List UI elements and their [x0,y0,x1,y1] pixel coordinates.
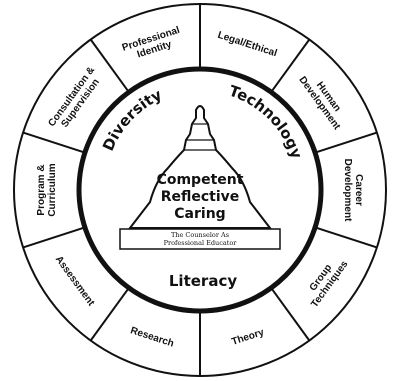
center-line-competent: Competent [157,172,244,188]
capitol-dome [127,105,273,229]
segment-label-line: Legal/Ethical [216,30,278,60]
segment-divider [315,131,378,154]
segment-label-line: Research [129,325,175,349]
segment-label-line: Curriculum [47,163,58,216]
segment-label-assessment: Assessment [53,254,97,309]
segment-label-research: Research [129,325,175,349]
inner-ring [76,66,324,314]
segment-label-line: Career [353,174,364,206]
segment-label-theory: Theory [230,327,266,348]
diversity-label: Diversity [99,85,165,153]
segment-divider [315,226,378,249]
segment-label-line: Theory [230,327,266,348]
segment-label-program-curriculum: Program &Curriculum [36,163,58,216]
segment-label-professional-identity: ProfessionalIdentity [121,25,185,65]
segment-divider [270,288,311,342]
segment-divider [22,226,85,249]
segment-label-group-techniques: GroupTechniques [300,252,350,310]
segment-divider [89,38,130,92]
segment-label-career-development: CareerDevelopment [342,159,364,222]
technology-label: Technology [227,82,306,161]
segment-label-line: Program & [36,164,47,215]
segment-divider [22,131,85,154]
plaque-line-2: Professional Educator [164,239,238,247]
plaque-box [119,228,281,250]
literacy-label: Literacy [169,272,237,290]
segment-label-line: Development [342,159,353,222]
segment-label-line: Assessment [53,254,97,309]
center-line-reflective: Reflective [161,189,240,205]
segment-label-human-development: HumanDevelopment [296,68,351,132]
segment-label-legal-ethical: Legal/Ethical [216,30,278,60]
segment-divider [270,38,311,92]
plaque-line-1: The Counselor As [171,231,229,239]
segment-dividers [22,4,378,376]
dome-outline [127,105,273,229]
segment-divider [89,288,130,342]
center-line-caring: Caring [174,206,225,222]
